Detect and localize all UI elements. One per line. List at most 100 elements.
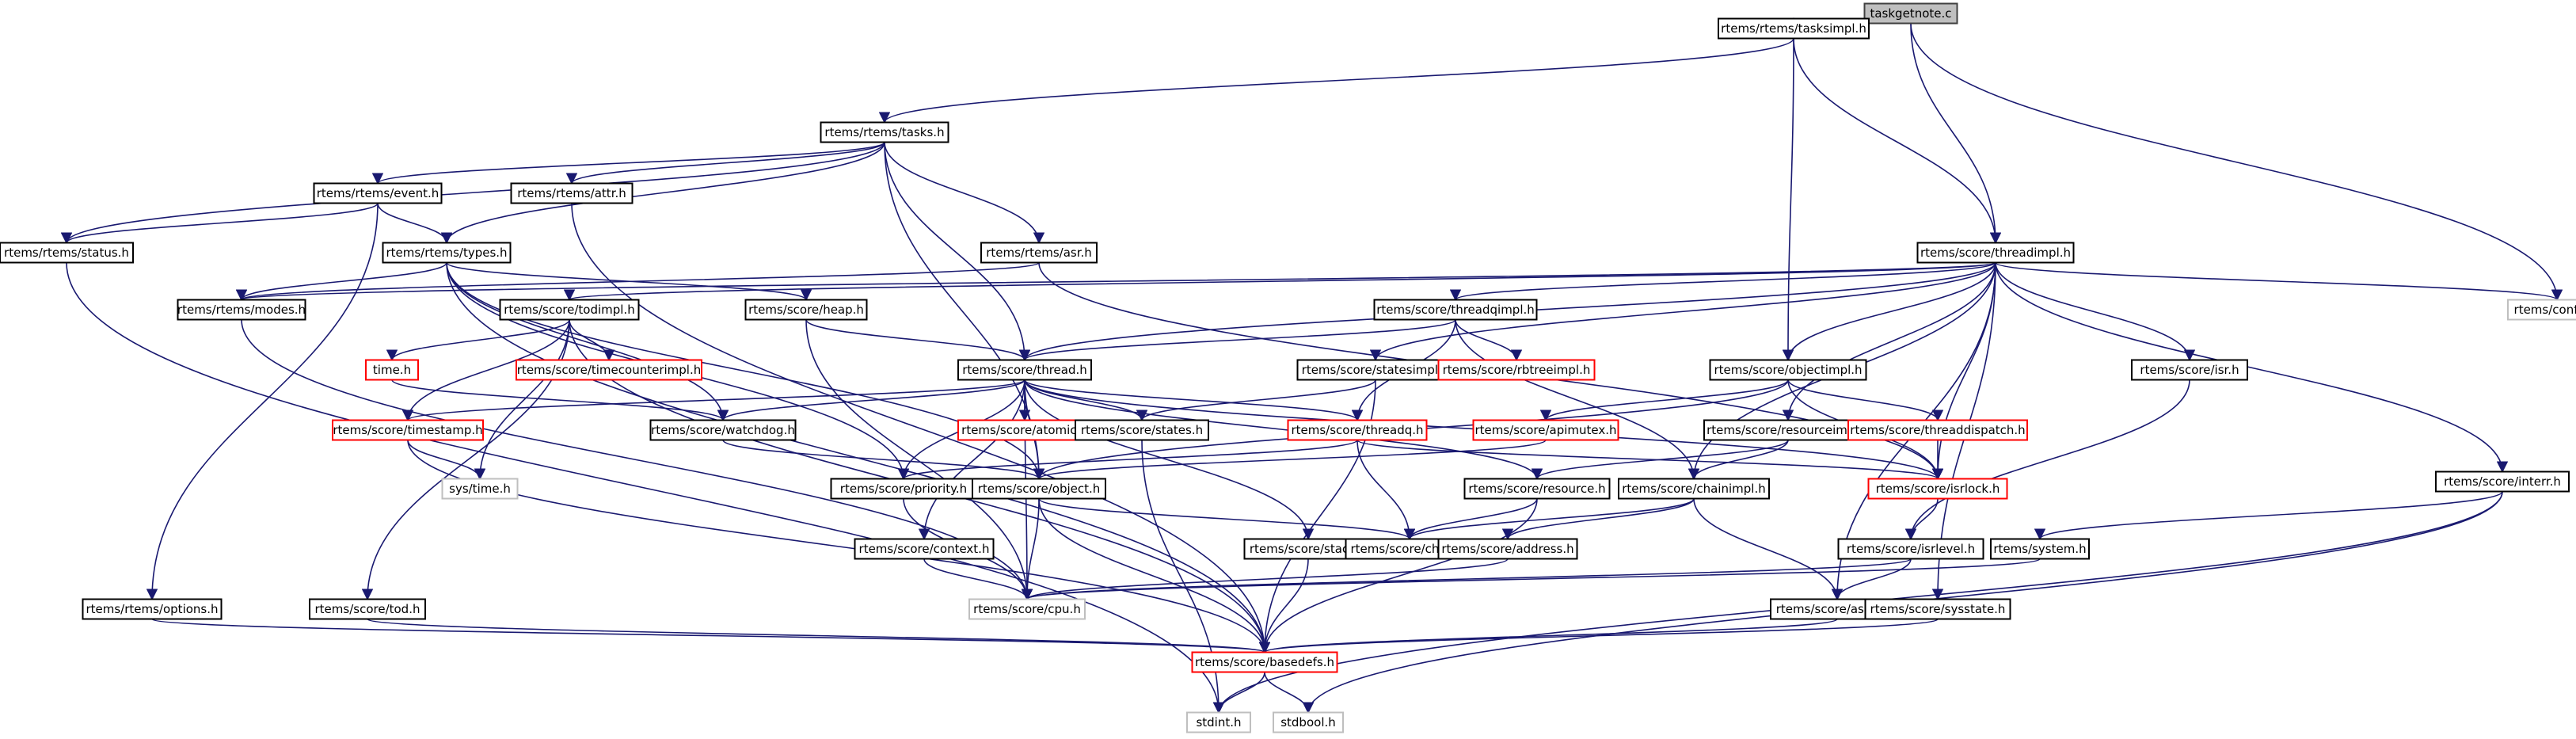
edge-sysstate-to-basedefs (1259, 618, 1939, 653)
edge-basedefs-to-stdint (1212, 672, 1265, 714)
edge-event-to-options (146, 203, 379, 600)
node-options[interactable]: rtems/rtems/options.h (82, 598, 223, 620)
node-status[interactable]: rtems/rtems/status.h (0, 242, 134, 264)
node-threaddispatch[interactable]: rtems/score/threaddispatch.h (1847, 419, 2028, 441)
edge-todimpl-to-systime (474, 319, 570, 480)
node-apimutex[interactable]: rtems/score/apimutex.h (1472, 419, 1619, 441)
node-config: rtems/config.h (2507, 299, 2576, 321)
edge-resourceimpl-to-resource (1531, 440, 1789, 480)
node-time[interactable]: time.h (365, 359, 419, 381)
node-label: rtems/score/object.h (978, 482, 1101, 496)
node-label: rtems/score/apimutex.h (1474, 423, 1616, 437)
edge-tasks-to-thread (884, 142, 1031, 361)
node-rbtreeimpl[interactable]: rtems/score/rbtreeimpl.h (1437, 359, 1596, 381)
node-resource[interactable]: rtems/score/resource.h (1463, 478, 1611, 500)
node-isrlevel[interactable]: rtems/score/isrlevel.h (1837, 538, 1984, 560)
node-atomic[interactable]: rtems/score/atomic.h (957, 419, 1092, 441)
node-label: taskgetnote.c (1870, 6, 1951, 21)
node-stdint: stdint.h (1186, 711, 1251, 733)
node-watchdog[interactable]: rtems/score/watchdog.h (649, 419, 797, 441)
node-context[interactable]: rtems/score/context.h (854, 538, 995, 560)
node-object[interactable]: rtems/score/object.h (972, 478, 1106, 500)
edge-isrlevel-to-assert (1831, 558, 1912, 600)
node-states[interactable]: rtems/score/states.h (1075, 419, 1209, 441)
node-threadq[interactable]: rtems/score/threadq.h (1287, 419, 1428, 441)
node-box (1296, 359, 1455, 381)
node-label: rtems/system.h (1993, 542, 2086, 556)
node-todimpl[interactable]: rtems/score/todimpl.h (499, 299, 640, 321)
node-box (820, 121, 949, 143)
edge-object-to-cpu (1021, 498, 1040, 600)
node-box (1867, 478, 2008, 500)
node-label: rtems/score/cpu.h (973, 602, 1081, 616)
node-asr[interactable]: rtems/rtems/asr.h (980, 242, 1098, 264)
edge-timestamp-to-systime (407, 440, 486, 480)
node-taskgetnote[interactable]: taskgetnote.c (1863, 2, 1958, 25)
node-sysstate[interactable]: rtems/score/sysstate.h (1864, 598, 2011, 620)
node-isrlock[interactable]: rtems/score/isrlock.h (1867, 478, 2008, 500)
node-box (510, 182, 634, 204)
node-resourceimpl[interactable]: rtems/score/resourceimpl.h (1703, 419, 1873, 441)
node-threadqimpl[interactable]: rtems/score/threadqimpl.h (1373, 299, 1538, 321)
node-label: rtems/rtems/tasks.h (824, 125, 944, 139)
node-event[interactable]: rtems/rtems/event.h (313, 182, 443, 204)
node-box (1618, 478, 1770, 500)
node-label: rtems/score/isrlock.h (1876, 482, 2000, 496)
node-label: rtems/score/rbtreeimpl.h (1443, 363, 1591, 377)
node-threadimpl[interactable]: rtems/score/threadimpl.h (1916, 242, 2075, 264)
node-types[interactable]: rtems/rtems/types.h (382, 242, 512, 264)
node-tasksimpl[interactable]: rtems/rtems/tasksimpl.h (1718, 17, 1870, 40)
node-tasks[interactable]: rtems/rtems/tasks.h (820, 121, 949, 143)
node-box (1075, 419, 1209, 441)
edge-tasksimpl-to-objectimpl (1782, 38, 1794, 361)
edge-isrlock-to-isrlevel (1904, 498, 1939, 540)
node-attr[interactable]: rtems/rtems/attr.h (510, 182, 634, 204)
node-label: sys/time.h (449, 482, 511, 496)
edge-threadimpl-to-objectimpl (1782, 262, 1996, 361)
edge-tasksimpl-to-threadimpl (1793, 38, 2002, 244)
edge-todimpl-to-time (386, 319, 570, 361)
node-isr[interactable]: rtems/score/isr.h (2131, 359, 2248, 381)
edge-thread-to-states (1024, 379, 1148, 421)
node-label: rtems/score/todimpl.h (504, 303, 634, 317)
edge-statesimpl-to-states (1136, 379, 1376, 421)
node-label: rtems/score/resource.h (1468, 482, 1605, 496)
node-label: stdint.h (1196, 715, 1241, 729)
node-modes[interactable]: rtems/rtems/modes.h (177, 299, 306, 321)
node-box (1718, 17, 1870, 40)
edge-objectimpl-to-apimutex (1539, 379, 1789, 421)
edge-taskgetnote-to-threadimpl (1910, 23, 2002, 244)
edge-types-to-watchdog (446, 262, 729, 421)
edge-threadimpl-to-threadqimpl (1450, 261, 1996, 301)
node-tod[interactable]: rtems/score/tod.h (309, 598, 426, 620)
node-label: rtems/score/sysstate.h (1870, 602, 2006, 616)
node-chainimpl[interactable]: rtems/score/chainimpl.h (1618, 478, 1770, 500)
node-stdbool: stdbool.h (1273, 711, 1344, 733)
node-label: rtems/score/isrlevel.h (1847, 542, 1975, 556)
node-label: rtems/score/threadqimpl.h (1376, 303, 1535, 317)
node-interr[interactable]: rtems/score/interr.h (2435, 470, 2570, 493)
node-basedefs[interactable]: rtems/score/basedefs.h (1191, 651, 1338, 673)
edge-object-to-basedefs (1038, 498, 1271, 653)
edge-apimutex-to-object (1033, 439, 1547, 480)
node-label: rtems/score/address.h (1441, 542, 1573, 556)
node-thread[interactable]: rtems/score/thread.h (957, 359, 1092, 381)
edge-time-to-watchdog (391, 379, 729, 421)
node-label: rtems/rtems/attr.h (517, 186, 626, 200)
node-timecounterimpl[interactable]: rtems/score/timecounterimpl.h (516, 359, 702, 381)
node-statesimpl[interactable]: rtems/score/statesimpl.h (1296, 359, 1455, 381)
edge-status-to-stdint (66, 262, 1225, 714)
node-timestamp[interactable]: rtems/score/timestamp.h (332, 419, 484, 441)
node-label: rtems/score/context.h (859, 542, 990, 556)
node-label: rtems/score/interr.h (2444, 474, 2561, 489)
node-objectimpl[interactable]: rtems/score/objectimpl.h (1709, 359, 1867, 381)
node-system[interactable]: rtems/system.h (1990, 538, 2090, 560)
node-address[interactable]: rtems/score/address.h (1437, 538, 1578, 560)
node-box (1463, 478, 1611, 500)
edge-threadqimpl-to-thread (1019, 318, 1456, 361)
node-box (1847, 419, 2028, 441)
edge-system-to-cpu (1022, 558, 2041, 600)
node-label: rtems/score/chainimpl.h (1622, 482, 1765, 496)
node-priority[interactable]: rtems/score/priority.h (830, 478, 977, 500)
node-heap[interactable]: rtems/score/heap.h (744, 299, 868, 321)
